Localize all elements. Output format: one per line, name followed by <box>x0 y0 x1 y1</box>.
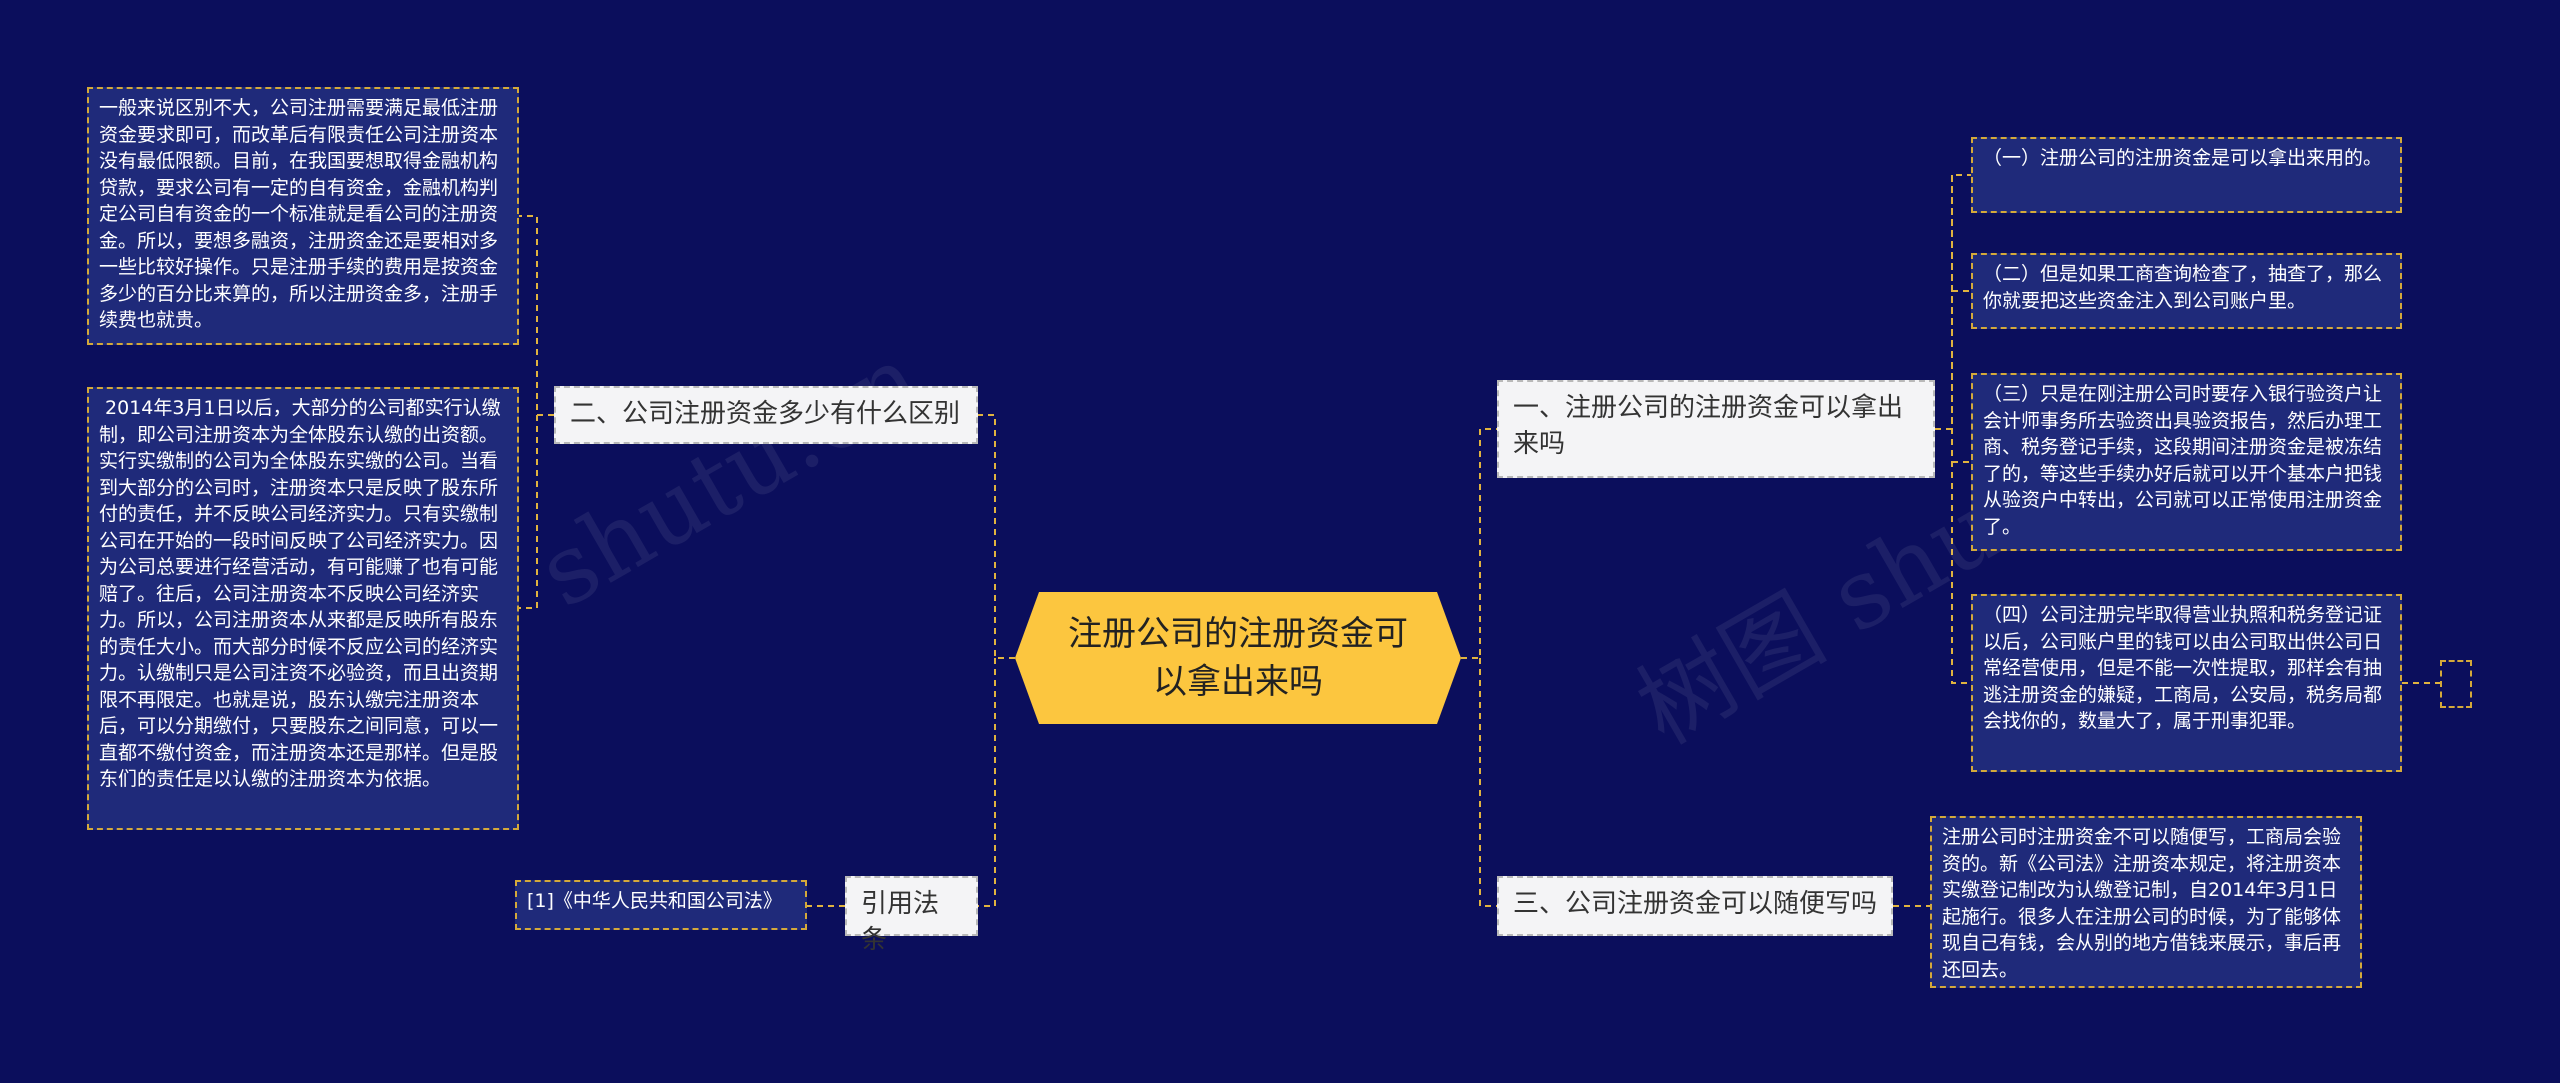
branch-1-leaf-2: （二）但是如果工商查询检查了，抽查了，那么你就要把这些资金注入到公司账户里。 <box>1971 253 2402 329</box>
branch-2-topic[interactable]: 二、公司注册资金多少有什么区别 <box>554 386 978 444</box>
branch-1-topic[interactable]: 一、注册公司的注册资金可以拿出来吗 <box>1497 380 1935 478</box>
branch-2-leaf-1: 一般来说区别不大，公司注册需要满足最低注册资金要求即可，而改革后有限责任公司注册… <box>87 87 519 345</box>
branch-4-topic[interactable]: 引用法条 <box>845 876 978 955</box>
connector-root-branch-3 <box>1479 658 1497 907</box>
connector-root-branch-1 <box>1461 428 1497 659</box>
connector-b2-leaf-2 <box>519 415 538 609</box>
connector-root-branch-4 <box>978 658 996 907</box>
branch-1-leaf-3: （三）只是在刚注册公司时要存入银行验资户让会计师事务所去验资出具验资报告，然后办… <box>1971 373 2402 551</box>
branch-3-leaf-1: 注册公司时注册资金不可以随便写，工商局会验资的。新《公司法》注册资本规定，将注册… <box>1930 816 2362 988</box>
connector-b1-spine <box>1951 175 1971 684</box>
branch-1-leaf-1: （一）注册公司的注册资金是可以拿出来用的。 <box>1971 137 2402 213</box>
connector-b2-leaf-1 <box>519 215 554 416</box>
root-topic[interactable]: 注册公司的注册资金可以拿出来吗 <box>1015 592 1461 724</box>
collapsed-child-node[interactable] <box>2440 660 2472 708</box>
branch-3-topic[interactable]: 三、公司注册资金可以随便写吗 <box>1497 876 1893 936</box>
branch-2-leaf-2: 2014年3月1日以后，大部分的公司都实行认缴制，即公司注册资本为全体股东认缴的… <box>87 387 519 830</box>
branch-4-leaf-1: [1]《中华人民共和国公司法》 <box>515 880 807 930</box>
branch-1-leaf-4: （四）公司注册完毕取得营业执照和税务登记证以后，公司账户里的钱可以由公司取出供公… <box>1971 594 2402 772</box>
connector-root-branch-2 <box>978 414 1015 659</box>
